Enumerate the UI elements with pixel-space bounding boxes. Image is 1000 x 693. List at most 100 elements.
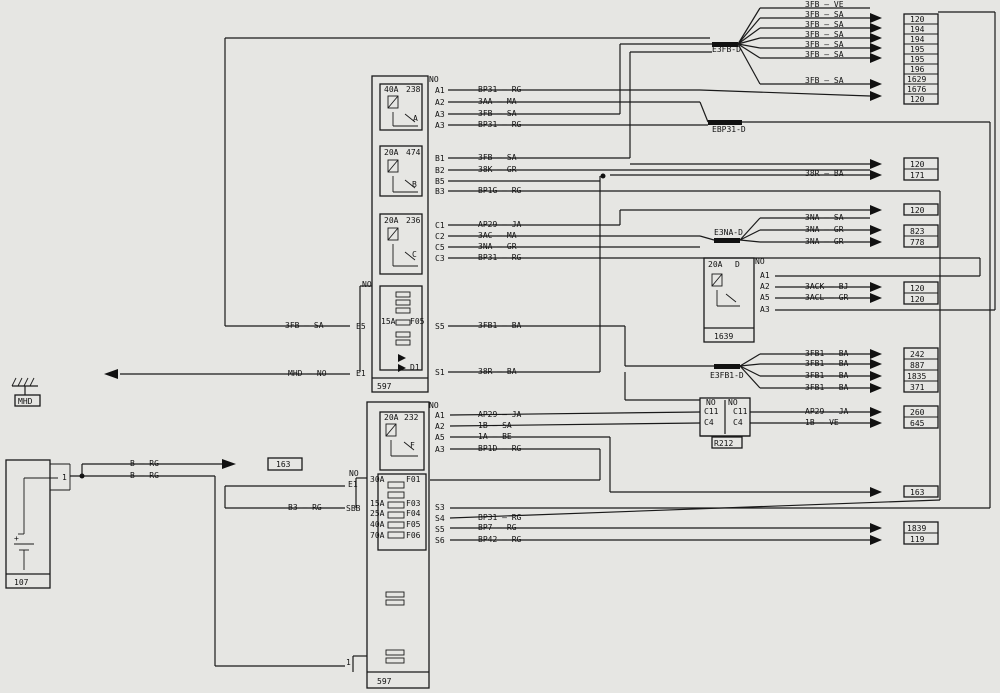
svg-text:A2: A2 (435, 422, 445, 431)
svg-text:119: 119 (910, 535, 925, 544)
destinations-e3na: 120 823 778 (903, 203, 939, 248)
svg-text:A1: A1 (760, 271, 770, 280)
svg-text:C2: C2 (435, 232, 445, 241)
svg-text:3FB1 — BA: 3FB1 — BA (805, 371, 849, 380)
svg-text:3FB — SA: 3FB — SA (805, 50, 844, 59)
svg-text:38R — BA: 38R — BA (478, 367, 517, 376)
svg-text:S4: S4 (435, 514, 445, 523)
svg-text:120: 120 (910, 295, 925, 304)
svg-text:38K — GR: 38K — GR (478, 165, 517, 174)
svg-text:120: 120 (910, 95, 925, 104)
svg-text:195: 195 (910, 55, 925, 64)
svg-text:232: 232 (404, 413, 419, 422)
svg-text:3FB — SA: 3FB — SA (478, 153, 517, 162)
svg-text:3ACK — BJ: 3ACK — BJ (805, 282, 848, 291)
relay-r212-label: R212 (714, 439, 733, 448)
ground-mhd: MHD (11, 377, 41, 407)
wires-597-left: 3FB — SA MHD — NO (104, 37, 710, 379)
battery-107-label: 107 (14, 578, 29, 587)
svg-text:C11: C11 (733, 407, 748, 416)
svg-text:F04: F04 (406, 509, 421, 518)
svg-text:F03: F03 (406, 499, 421, 508)
svg-text:A3: A3 (435, 110, 445, 119)
dest-163-left: 163 (276, 460, 291, 469)
pins-597-lower: A1 A2 A5 A3 S3 S4 S5 S6 (435, 411, 445, 545)
svg-text:BP42 — RG: BP42 — RG (478, 535, 522, 544)
svg-text:120: 120 (910, 284, 925, 293)
battery-plus: + (14, 534, 19, 543)
svg-text:3NA — GR: 3NA — GR (805, 237, 844, 246)
svg-text:S5: S5 (435, 322, 445, 331)
svg-text:F: F (410, 441, 415, 450)
relay-1639-label: 1639 (714, 332, 733, 341)
svg-text:B3: B3 (435, 187, 445, 196)
svg-text:F06: F06 (406, 531, 421, 540)
svg-text:3NA — GR: 3NA — GR (478, 242, 517, 251)
connector-ebp31: EBP31-D (699, 101, 991, 508)
unit-597-lower: 597 NO 20A 232 F 30A F01 15A F03 25A F04… (366, 401, 439, 689)
svg-text:3FB — SA: 3FB — SA (805, 76, 844, 85)
destinations-e3fb: 120 194 194 195 195 196 1629 1676 120 (903, 13, 939, 105)
svg-text:S5: S5 (435, 525, 445, 534)
svg-text:AP29 — JA: AP29 — JA (478, 410, 522, 419)
svg-text:A1: A1 (435, 86, 445, 95)
svg-text:A2: A2 (435, 98, 445, 107)
svg-text:A3: A3 (435, 121, 445, 130)
svg-text:S1: S1 (435, 368, 445, 377)
svg-text:163: 163 (910, 488, 925, 497)
svg-text:S6: S6 (435, 536, 445, 545)
svg-text:3FB — SA: 3FB — SA (805, 40, 844, 49)
relay-a-number: 238 (406, 85, 421, 94)
svg-text:371: 371 (910, 383, 925, 392)
svg-text:NO: NO (755, 257, 765, 266)
pins-597-lower-left: NO E1 SBB 1 (346, 469, 361, 667)
svg-text:BP1D — RG: BP1D — RG (478, 444, 522, 453)
svg-text:D: D (735, 260, 740, 269)
svg-text:120: 120 (910, 206, 925, 215)
svg-text:A3: A3 (760, 305, 770, 314)
svg-text:20A: 20A (384, 413, 399, 422)
svg-text:AP29 — JA: AP29 — JA (805, 407, 849, 416)
svg-text:15A: 15A (370, 499, 385, 508)
svg-text:3AA — MA: 3AA — MA (478, 97, 517, 106)
relay-a: 40A 238 A (384, 85, 421, 127)
destinations-r212: 260 645 (903, 405, 939, 429)
svg-text:3FB — SA: 3FB — SA (478, 109, 517, 118)
svg-text:C5: C5 (435, 243, 445, 252)
svg-text:196: 196 (910, 65, 925, 74)
svg-text:A5: A5 (435, 433, 445, 442)
svg-text:1B — SA: 1B — SA (478, 421, 512, 430)
svg-text:A2: A2 (760, 282, 770, 291)
battery-terminal-1: 1 (62, 473, 67, 482)
relay-c-rating: 20A (384, 216, 399, 225)
svg-text:MHD — NO: MHD — NO (288, 369, 327, 378)
pins-597-left: E5 E1 NO (356, 280, 372, 378)
svg-text:645: 645 (910, 419, 925, 428)
svg-text:E5: E5 (356, 322, 366, 331)
svg-text:3FB — SA: 3FB — SA (805, 10, 844, 19)
svg-text:B5: B5 (435, 177, 445, 186)
svg-text:3FB — SA: 3FB — SA (285, 321, 324, 330)
svg-text:F01: F01 (406, 475, 421, 484)
svg-text:1: 1 (346, 658, 351, 667)
connector-ebp31-label: EBP31-D (712, 125, 746, 134)
svg-text:1B — VE: 1B — VE (805, 418, 839, 427)
svg-text:887: 887 (910, 361, 925, 370)
svg-text:120: 120 (910, 15, 925, 24)
wires-597-lower: AP29 — JA 1B — SA 1A — BE BP1D — RG BP31… (430, 410, 990, 545)
svg-text:A1: A1 (435, 411, 445, 420)
unit-597-lower-label: 597 (377, 677, 392, 686)
svg-text:194: 194 (910, 35, 925, 44)
svg-text:195: 195 (910, 45, 925, 54)
diode-d1-label: D1 (410, 363, 420, 372)
fuse-f05-rating: 15A (381, 317, 396, 326)
destinations-lower: 163 1839 119 (903, 485, 939, 545)
svg-text:C4: C4 (704, 418, 714, 427)
svg-text:171: 171 (910, 171, 925, 180)
svg-text:E1: E1 (356, 369, 366, 378)
svg-text:B3 — RG: B3 — RG (288, 503, 322, 512)
svg-text:BP31 — RG: BP31 — RG (478, 253, 522, 262)
relay-b-number: 474 (406, 148, 421, 157)
svg-text:3FB1 — BA: 3FB1 — BA (478, 321, 522, 330)
